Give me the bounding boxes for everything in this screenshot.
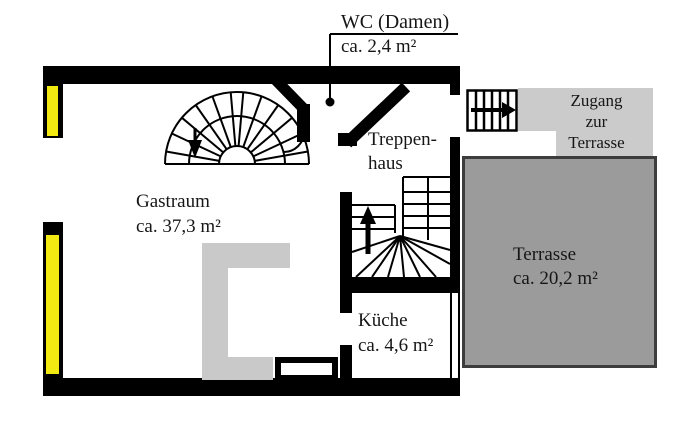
bench-fixture xyxy=(275,357,338,381)
wall-kueche-west-upper xyxy=(340,192,352,313)
window-left-upper xyxy=(47,86,58,136)
treppenhaus-wall-diagonal xyxy=(338,82,411,148)
window-left-lower xyxy=(46,235,59,374)
terrasse-label: Terrasse ca. 20,2 m² xyxy=(513,243,598,291)
treppenhaus-line1: Treppen- xyxy=(368,129,437,150)
zugang-label: Zugang zur Terrasse xyxy=(540,90,653,153)
wc-callout-dot xyxy=(325,97,335,107)
wall-right-mid xyxy=(450,137,460,290)
wc-area-label: ca. 2,4 m² xyxy=(341,36,417,57)
winder-staircase xyxy=(351,176,451,278)
treppenhaus-line2: haus xyxy=(368,153,403,174)
kueche-label: Küche ca. 4,6 m² xyxy=(358,308,433,358)
gastraum-name: Gastraum xyxy=(136,191,210,212)
wall-kueche-north xyxy=(340,277,460,293)
winder-stair-up-arrow-icon xyxy=(360,206,376,254)
counter-vertical xyxy=(202,243,228,380)
wall-right-top-stub xyxy=(450,84,460,95)
exterior-stair-right-arrow-icon xyxy=(471,102,516,118)
exterior-stairs xyxy=(466,89,518,132)
gastraum-area: ca. 37,3 m² xyxy=(136,216,221,237)
zugang-area-lower xyxy=(556,131,653,156)
kueche-name: Küche xyxy=(358,310,408,331)
counter-top xyxy=(228,243,290,268)
zugang-area-upper xyxy=(518,88,653,131)
wall-bottom xyxy=(43,378,458,396)
spiral-staircase xyxy=(164,91,310,165)
wall-top xyxy=(43,66,460,84)
terrasse-area xyxy=(462,156,657,368)
kueche-area: ca. 4,6 m² xyxy=(358,335,434,356)
gastraum-label: Gastraum ca. 37,3 m² xyxy=(136,189,221,239)
counter-bottom xyxy=(228,357,273,380)
treppenhaus-label: Treppen- haus xyxy=(368,128,437,176)
window-right-frame-right xyxy=(458,290,460,380)
zugang-line2: zur xyxy=(585,112,608,131)
wc-wall-diagonal xyxy=(264,68,310,142)
wc-label: WC (Damen) xyxy=(325,11,465,34)
wc-callout-leader xyxy=(325,33,458,107)
spiral-stair-down-arrow-icon xyxy=(188,128,202,158)
terrasse-area: ca. 20,2 m² xyxy=(513,268,598,289)
wc-title: WC (Damen) xyxy=(340,11,450,33)
window-right-frame-left xyxy=(450,290,452,380)
terrasse-name: Terrasse xyxy=(513,244,577,265)
zugang-line3: Terrasse xyxy=(568,133,625,152)
wall-right-bottom-stub xyxy=(450,380,460,396)
wall-kueche-west-lower xyxy=(340,345,352,381)
zugang-line1: Zugang xyxy=(570,91,623,110)
